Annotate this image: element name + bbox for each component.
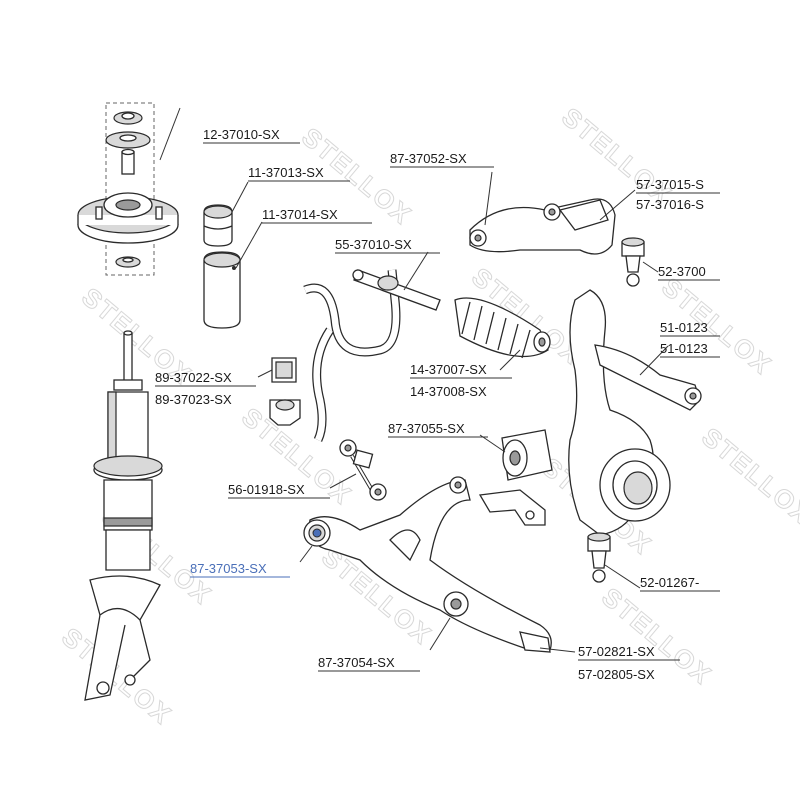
shock-absorber[interactable] (84, 330, 163, 701)
upper-control-arm[interactable] (469, 171, 636, 255)
watermark-2: STELLOX (556, 102, 678, 211)
lower-arm-bushing-part[interactable] (479, 429, 553, 481)
label-87-37054-sx[interactable]: 87-37054-SX (318, 655, 395, 670)
top-mount-assembly[interactable] (77, 102, 181, 276)
label-55-37010-sx[interactable]: 55-37010-SX (335, 237, 412, 252)
label-52-01267[interactable]: 52-01267- (640, 575, 699, 590)
label-51-0123-a[interactable]: 51-0123 (660, 320, 708, 335)
label-89-37023-sx[interactable]: 89-37023-SX (155, 392, 232, 407)
label-11-37014-sx[interactable]: 11-37014-SX (262, 207, 338, 222)
tie-rod-part[interactable] (352, 251, 441, 311)
label-57-02821-sx[interactable]: 57-02821-SX (578, 644, 655, 659)
upper-ball-joint-part[interactable] (621, 237, 659, 287)
label-89-37022-sx[interactable]: 89-37022-SX (155, 370, 232, 385)
dust-boot-part[interactable] (203, 221, 263, 329)
watermark-12: STELLOX (696, 422, 800, 531)
steering-boot-part[interactable] (454, 297, 551, 371)
bump-stop-part[interactable] (203, 181, 249, 247)
stabilizer-bushing-part[interactable] (257, 357, 301, 426)
part-number-labels: 12-37010-SX 11-37013-SX 11-37014-SX 87-3… (155, 127, 708, 682)
label-57-02805-sx[interactable]: 57-02805-SX (578, 667, 655, 682)
label-87-37053-sx[interactable]: 87-37053-SX (190, 561, 267, 576)
label-14-37008-sx[interactable]: 14-37008-SX (410, 384, 487, 399)
steering-knuckle[interactable] (568, 289, 702, 536)
label-52-3700[interactable]: 52-3700 (658, 264, 706, 279)
label-56-01918-sx[interactable]: 56-01918-SX (228, 482, 305, 497)
bracket-part[interactable] (478, 489, 546, 526)
label-12-37010-sx[interactable]: 12-37010-SX (203, 127, 280, 142)
label-57-37015-s[interactable]: 57-37015-S (636, 177, 704, 192)
stabilizer-link-part[interactable] (329, 439, 387, 501)
label-57-37016-s[interactable]: 57-37016-S (636, 197, 704, 212)
watermark-layer: STELLOX STELLOX STELLOX STELLOX STELLOX … (56, 101, 800, 731)
lower-ball-joint-part[interactable] (587, 532, 641, 589)
label-14-37007-sx[interactable]: 14-37007-SX (410, 362, 487, 377)
label-underlines (155, 142, 720, 672)
label-87-37052-sx[interactable]: 87-37052-SX (390, 151, 467, 166)
label-11-37013-sx[interactable]: 11-37013-SX (248, 165, 324, 180)
lower-control-arm[interactable] (299, 476, 576, 653)
label-87-37055-sx[interactable]: 87-37055-SX (388, 421, 465, 436)
stabilizer-bar[interactable] (303, 269, 401, 442)
label-51-0123-b[interactable]: 51-0123 (660, 341, 708, 356)
